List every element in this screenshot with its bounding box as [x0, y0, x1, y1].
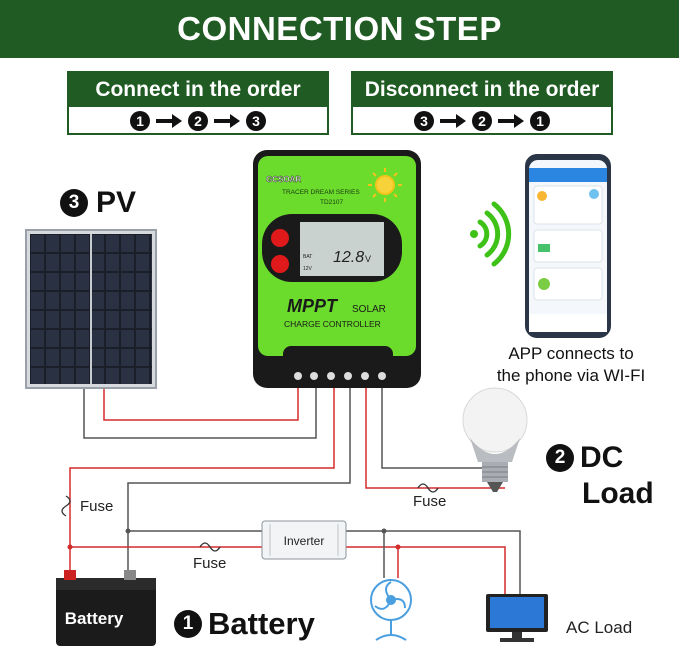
arrow-right-icon	[214, 114, 240, 128]
step-number: 3	[246, 111, 266, 131]
disconnect-order-sequence: 3 2 1	[353, 107, 611, 135]
controller-title: MPPT	[287, 296, 339, 316]
pv-title: 3 PV	[60, 186, 136, 220]
ac-wire-b	[346, 546, 506, 594]
dc-load-title: 2 DC Load	[546, 440, 654, 512]
disconnect-order-box: Disconnect in the order 3 2 1	[351, 71, 613, 135]
solar-panel-image	[25, 229, 157, 389]
charge-controller-image: GCSOAR TRACER DREAM SERIES TD2107 12.8 V…	[253, 150, 421, 388]
fuse-icon	[61, 495, 71, 517]
dc-load-line2: Load	[582, 477, 654, 510]
arrow-right-icon	[156, 114, 182, 128]
step-number: 2	[188, 111, 208, 131]
wifi-icon	[470, 201, 512, 267]
step-number: 1	[130, 111, 150, 131]
connect-order-title: Connect in the order	[69, 73, 327, 107]
battery-title: 1 Battery	[174, 606, 315, 642]
dc-load-line1: DC	[580, 441, 624, 474]
fuse-icon	[417, 483, 439, 493]
disconnect-order-title: Disconnect in the order	[353, 73, 611, 107]
pv-negative-wire	[83, 386, 317, 439]
fuse-label: Fuse	[193, 555, 227, 572]
ac-load-label: AC Load	[566, 618, 633, 637]
controller-subtitle: SOLAR	[352, 304, 386, 315]
arrow-right-icon	[440, 114, 466, 128]
inverter-image	[261, 520, 347, 560]
fuse-label: Fuse	[413, 493, 447, 510]
arrow-right-icon	[498, 114, 524, 128]
app-caption: APP connects to the phone via WI-FI	[476, 343, 666, 387]
display-value: 12.8	[333, 249, 364, 266]
battery-positive-wire	[69, 388, 335, 572]
dc-load-step-number: 2	[546, 444, 574, 472]
app-caption-line1: APP connects to	[508, 344, 634, 363]
controller-series: TRACER DREAM SERIES	[282, 189, 360, 196]
display-unit: V	[365, 254, 371, 264]
app-caption-line2: the phone via WI-FI	[496, 366, 646, 385]
controller-brand: GCSOAR	[266, 175, 301, 184]
fuse-icon	[199, 542, 221, 552]
fuse-label: Fuse	[80, 498, 114, 515]
battery-device-label: Battery	[65, 609, 124, 628]
monitor-image	[486, 594, 548, 642]
step-number: 1	[530, 111, 550, 131]
step-number: 2	[472, 111, 492, 131]
load-positive-wire	[365, 388, 505, 489]
battery-label: Battery	[208, 606, 315, 641]
battery-step-number: 1	[174, 610, 202, 638]
display-bat-label: BAT	[303, 254, 312, 260]
pv-label: PV	[96, 186, 137, 219]
load-negative-wire	[381, 388, 488, 469]
battery-image	[56, 570, 156, 646]
sun-icon	[368, 168, 402, 202]
pv-positive-wire	[103, 386, 299, 421]
inverter-label: Inverter	[284, 534, 325, 548]
page-title: CONNECTION STEP	[177, 10, 502, 47]
connect-order-box: Connect in the order 1 2 3	[67, 71, 329, 135]
controller-subtitle2: CHARGE CONTROLLER	[284, 319, 381, 329]
display-volt-label: 12V	[303, 266, 313, 272]
connect-order-sequence: 1 2 3	[69, 107, 327, 135]
phone-image	[525, 154, 611, 338]
fan-image	[370, 579, 412, 641]
controller-model: TD2107	[320, 199, 344, 206]
step-number: 3	[414, 111, 434, 131]
pv-step-number: 3	[60, 189, 88, 217]
header-banner: CONNECTION STEP	[0, 0, 679, 58]
light-bulb-image	[462, 387, 528, 492]
ac-wire-a	[346, 530, 521, 594]
